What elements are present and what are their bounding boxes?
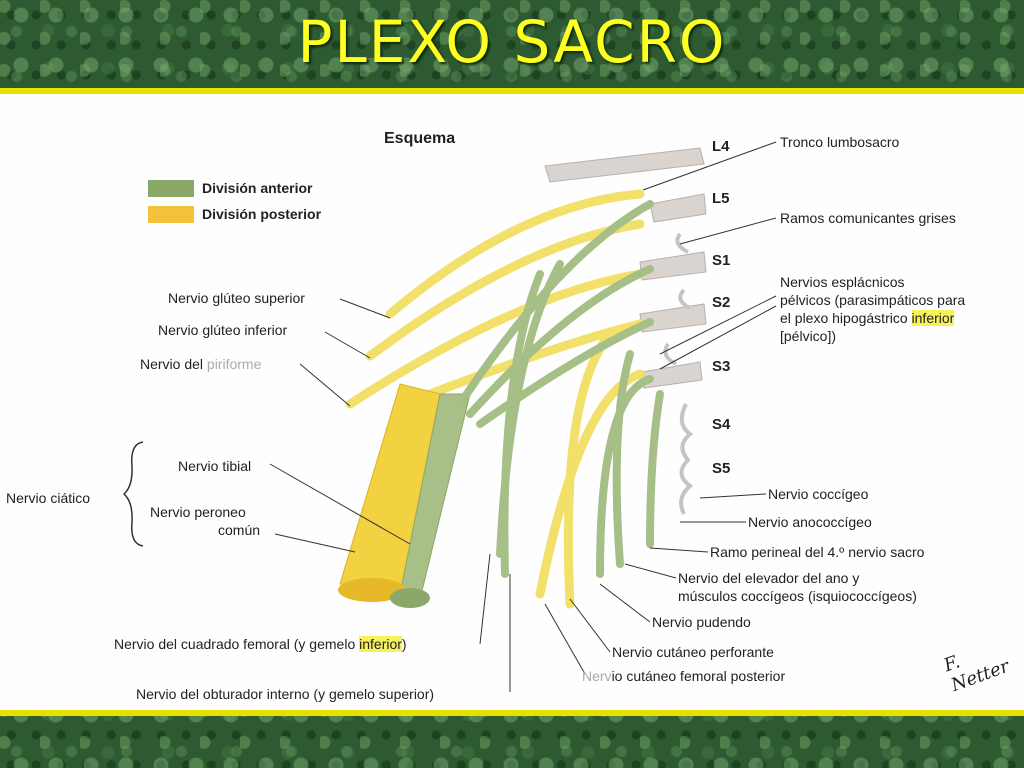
segment-s5: S5: [712, 460, 731, 477]
label-nervio-coccigeo: Nervio coccígeo: [768, 486, 869, 502]
slide-title: PLEXO SACRO: [297, 8, 727, 76]
label-nervio-pudendo: Nervio pudendo: [652, 614, 751, 630]
label-esplacnicos-3: el plexo hipogástrico inferior: [780, 310, 955, 326]
segment-l4: L4: [712, 138, 730, 155]
segment-l5: L5: [712, 190, 730, 207]
diagram-panel: Esquema División anterior División poste…: [0, 88, 1024, 716]
label-cutaneo-perforante: Nervio cutáneo perforante: [612, 644, 774, 660]
segment-s3: S3: [712, 358, 731, 375]
legend-swatch-anterior: [148, 180, 194, 197]
segment-s1: S1: [712, 252, 731, 269]
label-gluteo-inferior: Nervio glúteo inferior: [158, 322, 288, 338]
legend-label-posterior: División posterior: [202, 206, 322, 222]
legend-swatch-posterior: [148, 206, 194, 223]
label-esplacnicos-1: Nervios esplácnicos: [780, 274, 905, 290]
label-cuadrado-femoral: Nervio del cuadrado femoral (y gemelo in…: [114, 636, 407, 652]
segment-s2: S2: [712, 294, 731, 311]
label-ramo-perineal: Ramo perineal del 4.º nervio sacro: [710, 544, 925, 560]
label-esplacnicos-2: pélvicos (parasimpáticos para: [780, 292, 966, 308]
label-elevador-1: Nervio del elevador del ano y: [678, 570, 860, 586]
label-tronco-lumbosacro: Tronco lumbosacro: [780, 134, 900, 150]
sacral-plexus-illustration: [122, 141, 777, 692]
label-obturador-interno: Nervio del obturador interno (y gemelo s…: [136, 686, 435, 702]
label-cutaneo-femoral-posterior: Nervio cutáneo femoral posterior: [582, 668, 786, 684]
label-nervio-ciatico: Nervio ciático: [6, 490, 91, 506]
label-esplacnicos-4: [pélvico]): [780, 328, 837, 344]
label-elevador-2: músculos coccígeos (isquiococcígeos): [678, 588, 917, 604]
label-nervio-anococcigeo: Nervio anococcígeo: [748, 514, 872, 530]
label-ramos-comunicantes: Ramos comunicantes grises: [780, 210, 956, 226]
label-peroneo-1: Nervio peroneo: [150, 504, 246, 520]
label-nervio-tibial: Nervio tibial: [178, 458, 252, 474]
label-piriforme: Nervio del piriforme: [140, 356, 262, 372]
diagram-heading: Esquema: [384, 130, 456, 147]
legend-label-anterior: División anterior: [202, 180, 313, 196]
segment-s4: S4: [712, 416, 731, 433]
label-peroneo-2: común: [218, 522, 261, 538]
label-gluteo-superior: Nervio glúteo superior: [168, 290, 305, 306]
